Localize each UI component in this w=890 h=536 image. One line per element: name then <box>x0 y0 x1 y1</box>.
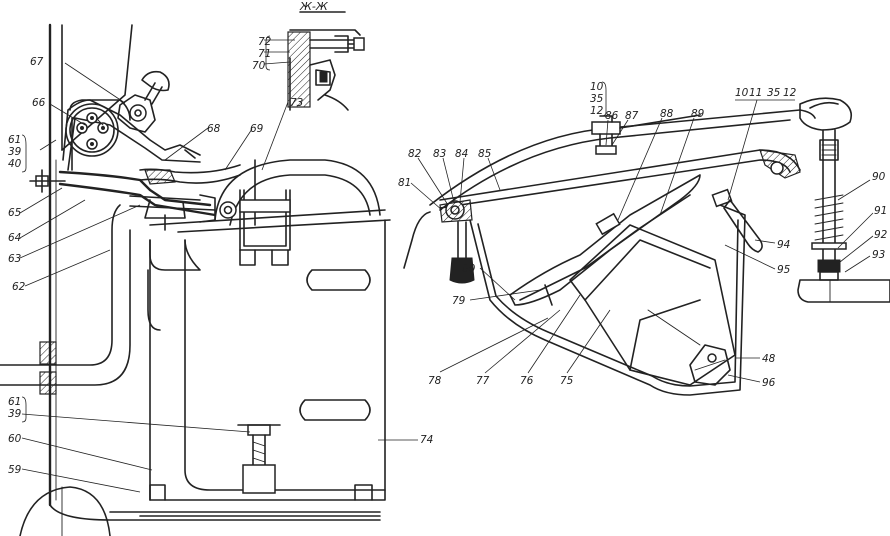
section-view <box>287 11 365 111</box>
blade <box>509 174 733 306</box>
label-87: 87 <box>625 110 639 122</box>
label-81: 81 <box>398 177 411 189</box>
callout-labels: Ж-Ж 72 71 70 67 66 61 39 40 68 69 73 65 … <box>8 0 888 476</box>
motor-body <box>569 224 736 386</box>
label-80: 80 <box>462 263 476 275</box>
leaders-left <box>19 39 418 493</box>
label-67: 67 <box>30 56 44 68</box>
pivot-joint <box>403 199 475 284</box>
label-88: 88 <box>660 108 674 120</box>
label-90: 90 <box>872 171 886 183</box>
label-69: 69 <box>250 123 264 135</box>
label-91: 91 <box>874 205 887 217</box>
label-73: 73 <box>290 97 303 109</box>
label-35b: 35 <box>767 87 781 99</box>
label-59: 59 <box>8 464 22 476</box>
label-64: 64 <box>8 232 21 244</box>
lower-bolt <box>237 424 281 494</box>
label-79: 79 <box>452 295 466 307</box>
bent-pipe <box>0 204 131 395</box>
handle-67 <box>117 70 170 133</box>
lower-arm <box>439 149 801 209</box>
label-10a: 10 <box>590 81 604 93</box>
clamp-bracket <box>239 189 291 266</box>
left-view <box>0 11 418 536</box>
frame-panel <box>48 23 133 507</box>
label-77: 77 <box>476 375 490 387</box>
label-71: 71 <box>258 48 271 60</box>
label-94: 94 <box>777 239 790 251</box>
tray <box>469 204 746 396</box>
label-72: 72 <box>258 36 272 48</box>
label-40: 40 <box>8 158 22 170</box>
label-84: 84 <box>455 148 468 160</box>
label-83: 83 <box>433 148 446 160</box>
label-10b: 10 <box>735 87 749 99</box>
right-view <box>403 97 890 396</box>
label-78: 78 <box>428 375 442 387</box>
label-95: 95 <box>777 264 791 276</box>
section-title: Ж-Ж <box>299 0 329 13</box>
frame-bolt <box>29 169 66 193</box>
label-66: 66 <box>32 97 46 109</box>
label-12b: 12 <box>783 87 797 99</box>
label-brackets <box>21 35 795 423</box>
leaders-right <box>410 99 874 383</box>
label-12a: 12 <box>590 105 604 117</box>
pipe-network <box>58 164 241 231</box>
housing <box>147 209 391 501</box>
label-48: 48 <box>762 353 776 365</box>
label-62: 62 <box>12 281 26 293</box>
adjust-knob <box>797 97 890 303</box>
label-65: 65 <box>8 207 22 219</box>
label-86: 86 <box>605 110 619 122</box>
label-74: 74 <box>420 434 433 446</box>
lever-94 <box>723 199 763 253</box>
label-96: 96 <box>762 377 776 389</box>
valve-66 <box>65 99 131 157</box>
label-39a: 39 <box>8 146 22 158</box>
label-85: 85 <box>478 148 492 160</box>
top-arm <box>429 109 816 211</box>
label-76: 76 <box>520 375 534 387</box>
label-61a: 61 <box>8 134 21 146</box>
label-63: 63 <box>8 253 21 265</box>
label-82: 82 <box>408 148 422 160</box>
label-89: 89 <box>691 108 705 120</box>
label-61b: 61 <box>8 396 21 408</box>
label-60: 60 <box>8 433 22 445</box>
label-75: 75 <box>560 375 574 387</box>
label-70: 70 <box>252 60 266 72</box>
label-68: 68 <box>207 123 221 135</box>
label-92: 92 <box>874 229 888 241</box>
base-plate <box>19 486 381 536</box>
label-35a: 35 <box>590 93 604 105</box>
label-93: 93 <box>872 249 885 261</box>
label-39b: 39 <box>8 408 22 420</box>
label-11b: 11 <box>749 87 762 99</box>
